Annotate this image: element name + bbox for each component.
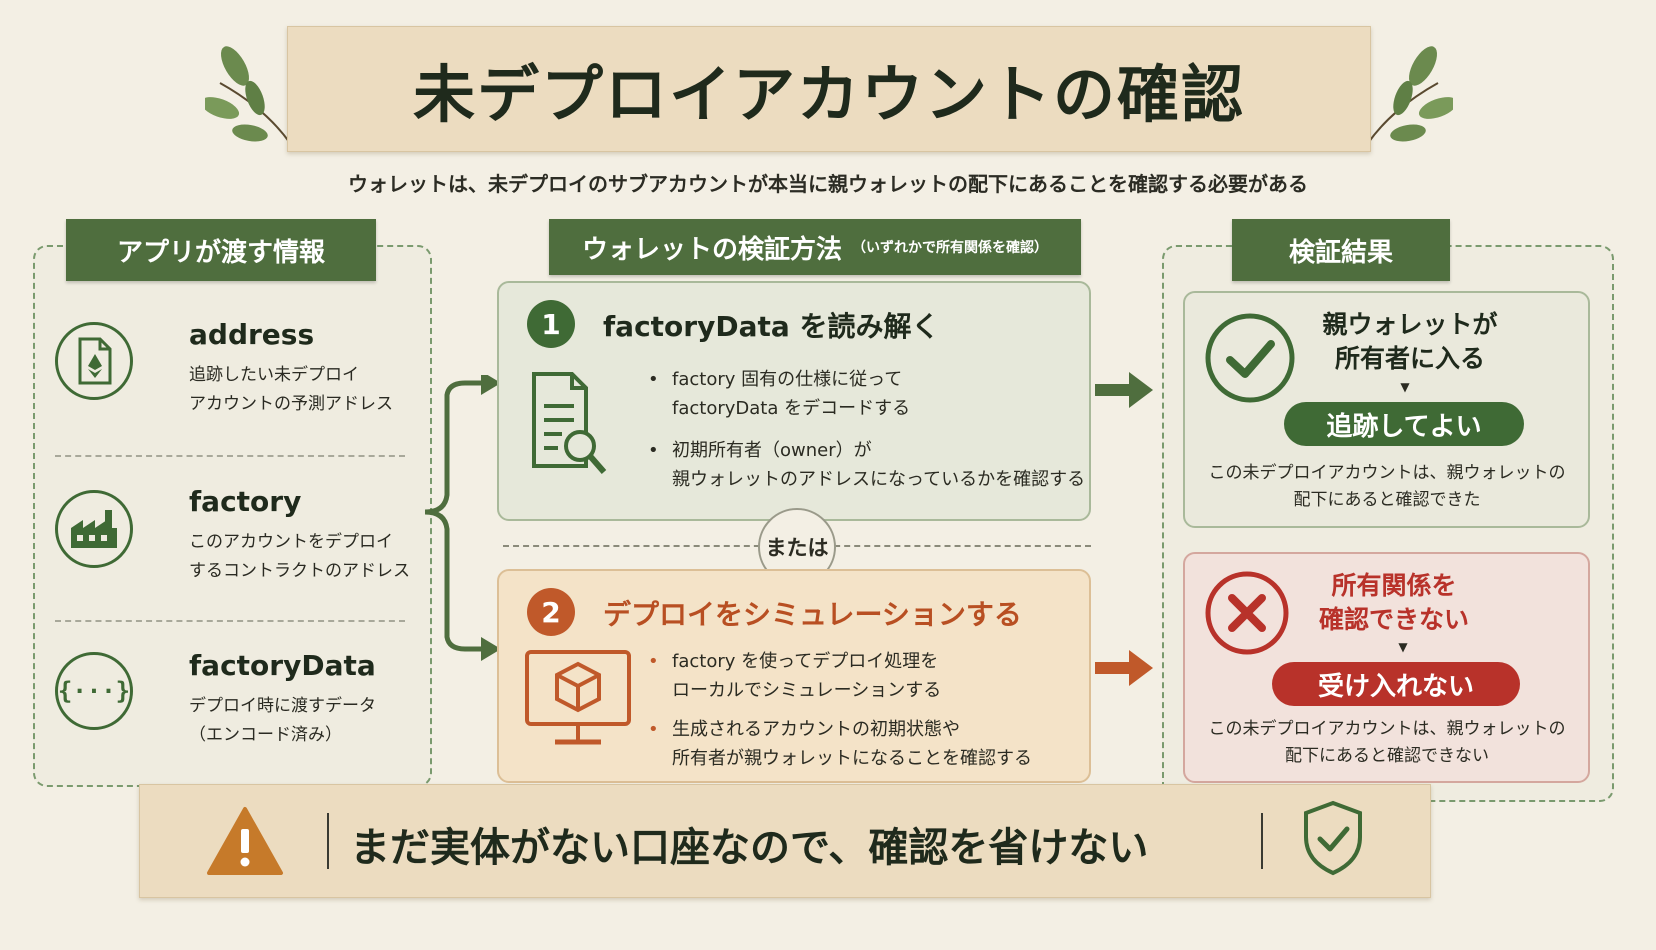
method-2-bullet-2-line-2: 所有者が親ウォレットになることを確認する [672, 748, 1032, 769]
left-panel-label: アプリが渡す情報 [66, 219, 376, 281]
arrow-down-icon: ▼ [1400, 380, 1410, 394]
method-2-bullet-1-line-2: ローカルでシミュレーションする [672, 680, 942, 701]
separator-left [327, 813, 329, 869]
method-title-2: デプロイをシミュレーションする [603, 598, 1022, 631]
result-negative-head-2: 確認できない [1318, 605, 1469, 634]
result-negative-desc-2: 配下にあると確認できない [1285, 746, 1489, 766]
document-search-icon [532, 372, 607, 474]
item-title-factorydata: factoryData [189, 649, 376, 682]
arrow-down-icon: ▼ [1398, 640, 1408, 654]
leaf-right-icon [1367, 46, 1453, 144]
code-braces-glyph: {···} [57, 677, 131, 705]
ethereum-document-icon [55, 322, 133, 400]
warning-icon [207, 807, 283, 875]
separator-right [1261, 813, 1263, 869]
x-circle-icon [1205, 571, 1289, 655]
middle-panel-label: ウォレットの検証方法 （いずれかで所有関係を確認） [549, 219, 1081, 275]
item-desc-address-1: 追跡したい未デプロイ [189, 365, 359, 385]
method-title-1: factoryData を読み解く [603, 310, 940, 343]
item-desc-factorydata-2: （エンコード済み） [189, 725, 342, 745]
result-negative-desc-1: この未デプロイアカウントは、親ウォレットの [1208, 719, 1566, 739]
middle-panel-label-text: ウォレットの検証方法 [581, 234, 842, 265]
item-desc-factorydata-1: デプロイ時に渡すデータ [189, 696, 376, 716]
result-positive-head-1: 親ウォレットが [1322, 310, 1498, 339]
item-desc-address-2: アカウントの予測アドレス [189, 394, 393, 414]
right-panel-label: 検証結果 [1232, 219, 1450, 281]
result-negative-head-1: 所有関係を [1331, 571, 1457, 600]
subtitle: ウォレットは、未デプロイのサブアカウントが本当に親ウォレットの配下にあることを確… [348, 172, 1308, 196]
method-1-bullet-2-line-1: •初期所有者（owner）が [648, 440, 872, 461]
item-title-factory: factory [189, 485, 302, 518]
method-2-bullet-1-line-1: •factory を使ってデプロイ処理を [648, 651, 939, 672]
pill-track-ok: 追跡してよい [1284, 402, 1524, 446]
divider [55, 455, 405, 457]
left-panel-label-text: アプリが渡す情報 [116, 237, 325, 268]
factory-icon [55, 490, 133, 568]
method-1-bullet-1-line-2: factoryData をデコードする [672, 398, 911, 419]
page-title: 未デプロイアカウントの確認 [412, 58, 1245, 131]
item-desc-factory-2: するコントラクトのアドレス [189, 561, 410, 581]
pill-reject: 受け入れない [1272, 662, 1520, 706]
monitor-cube-icon [525, 650, 631, 745]
method-number-1: 1 [527, 300, 575, 348]
branch-connector [425, 375, 501, 661]
arrow-right-orange [1095, 650, 1153, 686]
or-label: または [765, 536, 829, 560]
leaf-left-icon [205, 46, 291, 144]
method-number-2: 2 [527, 588, 575, 636]
result-positive-desc-2: 配下にあると確認できた [1293, 490, 1481, 510]
method-1-bullet-2-line-2: 親ウォレットのアドレスになっているかを確認する [672, 469, 1086, 490]
bottom-banner: まだ実体がない口座なので、確認を省けない [139, 784, 1431, 898]
result-positive-head-2: 所有者に入る [1334, 344, 1485, 373]
code-braces-icon: {···} [55, 652, 133, 730]
middle-panel-label-note: （いずれかで所有関係を確認） [852, 240, 1048, 256]
check-circle-icon [1205, 313, 1295, 403]
bottom-message: まだ実体がない口座なので、確認を省けない [350, 824, 1149, 871]
title-banner: 未デプロイアカウントの確認 [287, 26, 1371, 152]
shield-check-icon [1304, 800, 1362, 876]
arrow-right-green [1095, 372, 1153, 408]
divider [55, 620, 405, 622]
result-positive-desc-1: この未デプロイアカウントは、親ウォレットの [1208, 463, 1566, 483]
item-title-address: address [189, 318, 315, 351]
method-1-bullet-1-line-1: •factory 固有の仕様に従って [648, 369, 903, 390]
method-2-bullet-2-line-1: •生成されるアカウントの初期状態や [648, 719, 960, 740]
item-desc-factory-1: このアカウントをデプロイ [189, 532, 393, 552]
right-panel-label-text: 検証結果 [1288, 237, 1393, 268]
